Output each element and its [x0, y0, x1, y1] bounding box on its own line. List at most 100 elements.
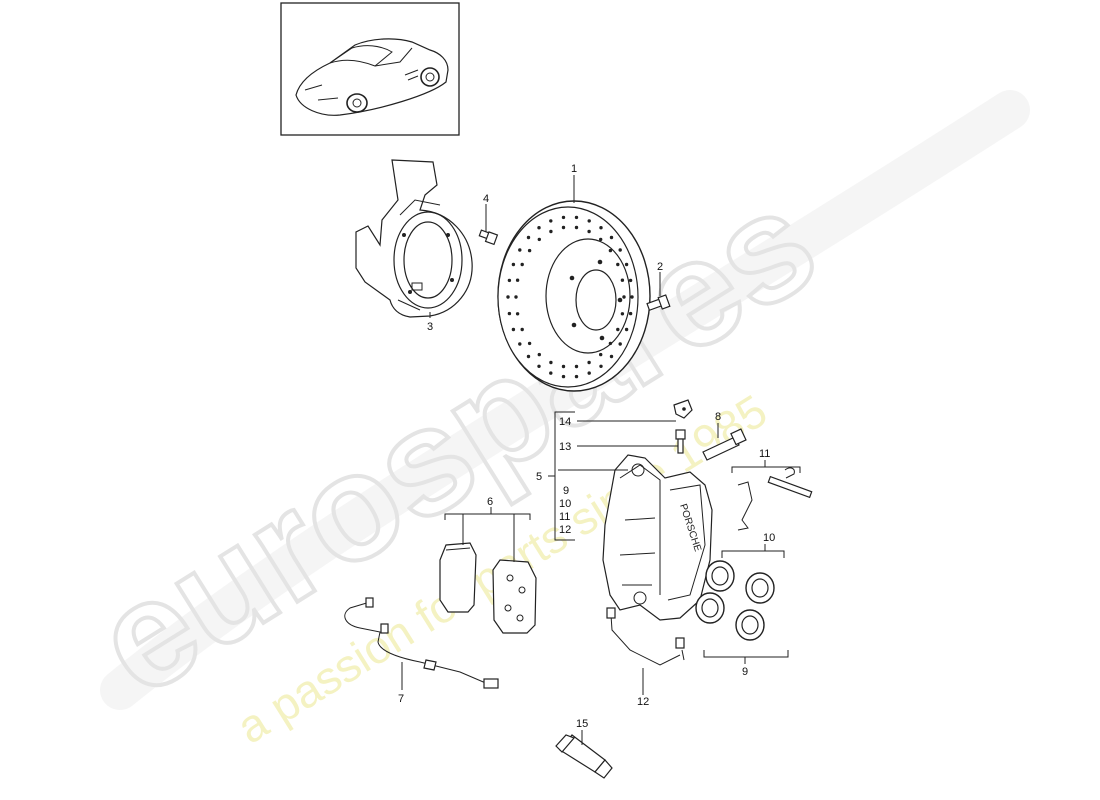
disc-drill-hole — [624, 262, 629, 267]
disc-drill-hole — [511, 327, 516, 332]
disc-drill-hole — [561, 225, 566, 230]
seal-ring-2 — [745, 572, 775, 604]
disc-drill-hole — [628, 278, 633, 283]
disc-drill-hole — [515, 312, 520, 316]
callout-10: 10 — [763, 532, 775, 544]
bolt-2[interactable] — [646, 294, 671, 311]
piston-seals[interactable] — [695, 560, 775, 641]
brake-caliper[interactable]: PORSCHE — [602, 454, 713, 621]
disc-drill-hole — [587, 219, 591, 223]
disc-drill-hole — [574, 225, 579, 230]
seal-ring-4 — [735, 609, 765, 641]
callout-labels: 1 2 3 4 5 6 7 8 9 10 11 12 13 14 11 10 9… — [398, 163, 775, 730]
disc-drill-hole — [537, 352, 541, 357]
disc-drill-hole — [618, 342, 622, 346]
brake-pads[interactable] — [439, 542, 537, 634]
disc-drill-hole — [561, 364, 566, 369]
brake-disc-icon — [497, 200, 651, 392]
brake-caliper-icon: PORSCHE — [602, 454, 713, 621]
disc-drill-hole — [609, 235, 614, 240]
disc-drill-hole — [537, 237, 541, 242]
car-thumbnail-icon — [295, 38, 449, 116]
disc-drill-hole — [587, 371, 591, 375]
disc-drill-hole — [518, 342, 522, 346]
bolt-8[interactable] — [702, 428, 747, 461]
callout-6: 6 — [487, 496, 493, 508]
disc-drill-hole — [599, 226, 603, 230]
disc-drill-hole — [526, 354, 531, 359]
clip-14[interactable] — [673, 399, 693, 419]
pad-pins-11[interactable] — [737, 467, 813, 531]
disc-drill-hole — [507, 278, 512, 283]
brake-shield[interactable] — [355, 159, 473, 318]
callout-13: 13 — [559, 441, 571, 453]
disc-drill-hole — [537, 226, 541, 230]
disc-drill-hole — [620, 312, 625, 316]
wear-sensor-icon — [344, 597, 499, 689]
disc-drill-hole — [587, 360, 591, 365]
disc-drill-hole — [624, 327, 629, 332]
disc-drill-hole — [520, 262, 524, 267]
disc-drill-hole — [574, 215, 579, 220]
seal-ring-1 — [705, 560, 735, 592]
disc-drill-hole — [537, 364, 541, 368]
callout-11: 11 — [759, 448, 770, 460]
callout-10-bracket: 10 — [559, 498, 571, 510]
disc-drill-hole — [616, 262, 620, 267]
wear-sensor[interactable] — [344, 597, 499, 689]
callout-8: 8 — [715, 411, 721, 423]
callout-2: 2 — [657, 261, 663, 273]
callout-14: 14 — [559, 416, 571, 428]
callout-12: 12 — [637, 696, 649, 708]
disc-drill-hole — [618, 248, 622, 252]
disc-drill-hole — [620, 278, 625, 282]
disc-drill-hole — [574, 374, 579, 379]
brake-disc[interactable] — [497, 200, 651, 392]
seal-ring-3 — [695, 592, 725, 624]
disc-drill-hole — [561, 374, 566, 379]
screw-4[interactable] — [478, 229, 499, 246]
car-thumbnail[interactable] — [280, 2, 460, 136]
disc-drill-hole — [549, 229, 553, 234]
disc-drill-hole — [511, 262, 516, 267]
disc-drill-hole — [608, 341, 613, 346]
disc-drill-hole — [628, 311, 633, 316]
callout-3: 3 — [427, 321, 433, 333]
watermark: eurospares a passion for parts since 198… — [66, 90, 1030, 753]
disc-drill-holes — [506, 215, 634, 379]
brake-pads-icon — [439, 542, 537, 634]
disc-drill-hole — [587, 229, 591, 234]
disc-drill-hole — [549, 219, 553, 223]
disc-drill-hole — [609, 354, 614, 359]
disc-drill-hole — [630, 295, 634, 299]
grease-tube-icon — [555, 734, 613, 779]
disc-drill-hole — [515, 278, 520, 282]
callout-5: 5 — [536, 471, 542, 483]
disc-drill-hole — [608, 248, 613, 253]
disc-drill-hole — [527, 248, 532, 253]
disc-drill-hole — [549, 371, 553, 375]
callout-9-bracket: 9 — [563, 485, 569, 497]
disc-drill-hole — [599, 364, 603, 368]
callout-11-bracket: 11 — [559, 511, 570, 523]
disc-drill-hole — [599, 237, 603, 242]
leader-lines — [401, 175, 801, 745]
disc-drill-hole — [507, 311, 512, 316]
callout-7: 7 — [398, 693, 404, 705]
disc-drill-hole — [561, 215, 566, 220]
disc-drill-hole — [616, 327, 620, 332]
grease-tube[interactable] — [555, 734, 613, 779]
disc-drill-hole — [518, 248, 522, 252]
callout-4: 4 — [483, 193, 489, 205]
brake-line-12[interactable] — [606, 607, 685, 666]
disc-drill-hole — [506, 295, 510, 299]
callout-1: 1 — [571, 163, 577, 175]
disc-drill-hole — [514, 295, 518, 299]
disc-drill-hole — [520, 327, 524, 332]
disc-drill-hole — [526, 235, 531, 240]
brake-shield-icon — [355, 159, 473, 318]
disc-drill-hole — [574, 364, 579, 369]
callout-12-bracket: 12 — [559, 524, 571, 536]
disc-drill-hole — [549, 360, 553, 365]
